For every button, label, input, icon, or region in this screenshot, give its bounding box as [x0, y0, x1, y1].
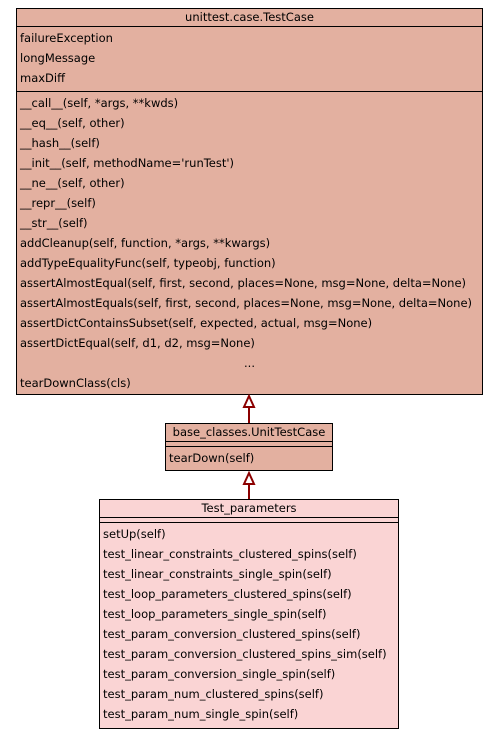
method-item: __repr__(self): [20, 196, 96, 210]
method-item: __call__(self, *args, **kwds): [20, 96, 179, 110]
attributes-section-testcase: failureException longMessage maxDiff: [17, 27, 482, 92]
method-item: __init__(self, methodName='runTest'): [20, 156, 235, 170]
inheritance-edge-test-parameters-to-unittestcase: [242, 470, 256, 499]
method-item: tearDown(self): [169, 451, 255, 465]
method-item: test_loop_parameters_single_spin(self): [103, 607, 327, 621]
method-item: __eq__(self, other): [20, 116, 125, 130]
method-item: __str__(self): [20, 216, 88, 230]
method-item: addTypeEqualityFunc(self, typeobj, funct…: [20, 256, 276, 270]
class-title-unittestcase: base_classes.UnitTestCase: [166, 424, 332, 442]
class-box-unittestcase: base_classes.UnitTestCase tearDown(self): [165, 423, 333, 471]
methods-section-unittestcase: tearDown(self): [166, 447, 332, 470]
class-title-test-parameters: Test_parameters: [100, 500, 398, 518]
inheritance-arrowhead-icon: [242, 393, 256, 408]
methods-section-test-parameters: setUp(self) test_linear_constraints_clus…: [100, 523, 398, 727]
method-item: test_param_num_clustered_spins(self): [103, 687, 324, 701]
method-item: tearDownClass(cls): [20, 376, 131, 390]
method-item: assertDictContainsSubset(self, expected,…: [20, 316, 373, 330]
method-item: test_param_conversion_single_spin(self): [103, 667, 336, 681]
method-item: __hash__(self): [20, 136, 100, 150]
method-item: test_linear_constraints_clustered_spins(…: [103, 547, 357, 561]
method-item: test_param_conversion_clustered_spins(se…: [103, 627, 361, 641]
method-item: __ne__(self, other): [20, 176, 125, 190]
method-item: assertDictEqual(self, d1, d2, msg=None): [20, 336, 255, 350]
class-title-testcase: unittest.case.TestCase: [17, 9, 482, 27]
method-item: test_linear_constraints_single_spin(self…: [103, 567, 332, 581]
method-item: test_loop_parameters_clustered_spins(sel…: [103, 587, 352, 601]
inheritance-arrowhead-icon: [242, 470, 256, 485]
methods-ellipsis: ...: [244, 356, 255, 370]
method-item: test_param_conversion_clustered_spins_si…: [103, 647, 387, 661]
method-item: setUp(self): [103, 527, 166, 541]
methods-section-testcase: __call__(self, *args, **kwds) __eq__(sel…: [17, 92, 482, 394]
class-box-testcase: unittest.case.TestCase failureException …: [16, 8, 483, 395]
attribute-item: failureException: [20, 31, 113, 45]
method-item: assertAlmostEqual(self, first, second, p…: [20, 276, 467, 290]
attribute-item: maxDiff: [20, 71, 66, 85]
method-item: assertAlmostEquals(self, first, second, …: [20, 296, 473, 310]
attributes-section-test-parameters: [100, 518, 398, 523]
attribute-item: longMessage: [20, 51, 96, 65]
class-box-test-parameters: Test_parameters setUp(self) test_linear_…: [99, 499, 399, 729]
method-item: test_param_num_single_spin(self): [103, 707, 299, 721]
attributes-section-unittestcase: [166, 442, 332, 447]
inheritance-edge-unittestcase-to-testcase: [242, 393, 256, 423]
method-item: addCleanup(self, function, *args, **kwar…: [20, 236, 271, 250]
